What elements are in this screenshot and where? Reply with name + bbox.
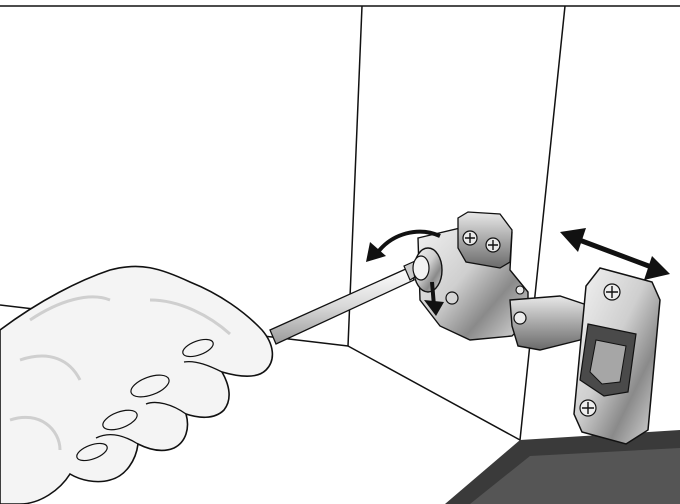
depth-screw xyxy=(446,292,458,304)
concealed-hinge xyxy=(413,212,660,444)
cabinet-side-edge xyxy=(520,6,565,440)
cabinet-floor-edge xyxy=(348,346,520,440)
gloved-hand xyxy=(0,266,272,504)
